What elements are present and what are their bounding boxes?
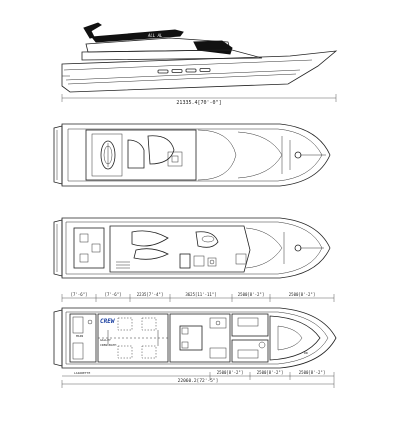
hull-profile: [61, 50, 338, 93]
profile-view: ALL AL 21335.4[70'-0"]: [61, 22, 338, 106]
brand-script: ALL AL: [147, 33, 163, 38]
radar-arch: [83, 22, 102, 39]
center-dim-label: 22060.2[72'-5"]: [178, 378, 219, 384]
sunpad: [91, 133, 123, 177]
vip-cabin: [269, 315, 321, 361]
salon: [109, 225, 251, 273]
sofa-upper: [131, 230, 169, 247]
top-dim-3: 3625[11'-11"]: [185, 292, 216, 297]
top-dim-1: [7'-6"]: [105, 292, 122, 297]
label-galley: GALLEY: [100, 338, 111, 342]
master-stateroom: [169, 313, 231, 363]
main-deck-hull-outline: [61, 217, 331, 279]
main-deck-plan: [53, 217, 331, 279]
hardtop: [91, 29, 184, 43]
bottom-dim-1: 2500[8'-2"]: [257, 370, 284, 375]
guest-cabin-stbd: [231, 339, 269, 363]
tender: [100, 140, 116, 170]
hull-stripe: [65, 69, 301, 81]
sheer-line: [63, 59, 313, 71]
engine-stbd: [141, 317, 157, 331]
label-main: MAIN: [76, 334, 83, 338]
dining-seat: [195, 231, 219, 248]
lower-deck-hull-outline: [61, 307, 337, 369]
hull-windows: [157, 68, 211, 74]
engine-port: [117, 317, 133, 331]
top-dim-0: [7'-6"]: [71, 292, 88, 297]
guest-cabin-port: [231, 313, 269, 337]
flybridge-hull-outline: [61, 123, 331, 187]
curved-lounge: [147, 135, 175, 165]
crew-cabin: [69, 313, 97, 363]
bottom-dim-2: 2500[8'-2"]: [299, 370, 326, 375]
master-bed: [179, 325, 203, 351]
deckhouse: [81, 49, 263, 61]
console: [167, 151, 183, 167]
vip-bed: [277, 325, 303, 351]
flybridge-deck: [85, 129, 197, 181]
cockpit: [73, 227, 105, 269]
hull-stripe-2: [67, 73, 297, 85]
windshield: [193, 40, 233, 55]
helm-seat: [127, 139, 145, 169]
overall-length-label: 21335.4[70'-0"]: [176, 100, 221, 106]
top-dim-4: 2500[8'-2"]: [238, 292, 265, 297]
galley: [179, 253, 191, 269]
top-dim-2: 2235[7'-4"]: [137, 292, 164, 297]
sofa-lower: [133, 248, 169, 260]
bottom-dim-0: 2500[8'-2"]: [217, 370, 244, 375]
salon-stairs: [116, 261, 130, 269]
lower-deck-plan: [7'-6"] [7'-6"] 2235[7'-4"] 3625[11'-11"…: [53, 292, 337, 388]
fwd-tag: DN: [304, 351, 308, 355]
flybridge-plan: [53, 123, 331, 187]
crew-label: CREW: [100, 318, 116, 325]
lazarette-label: LAZARETTE: [74, 371, 90, 375]
top-dim-5: 2500[8'-2"]: [289, 292, 316, 297]
